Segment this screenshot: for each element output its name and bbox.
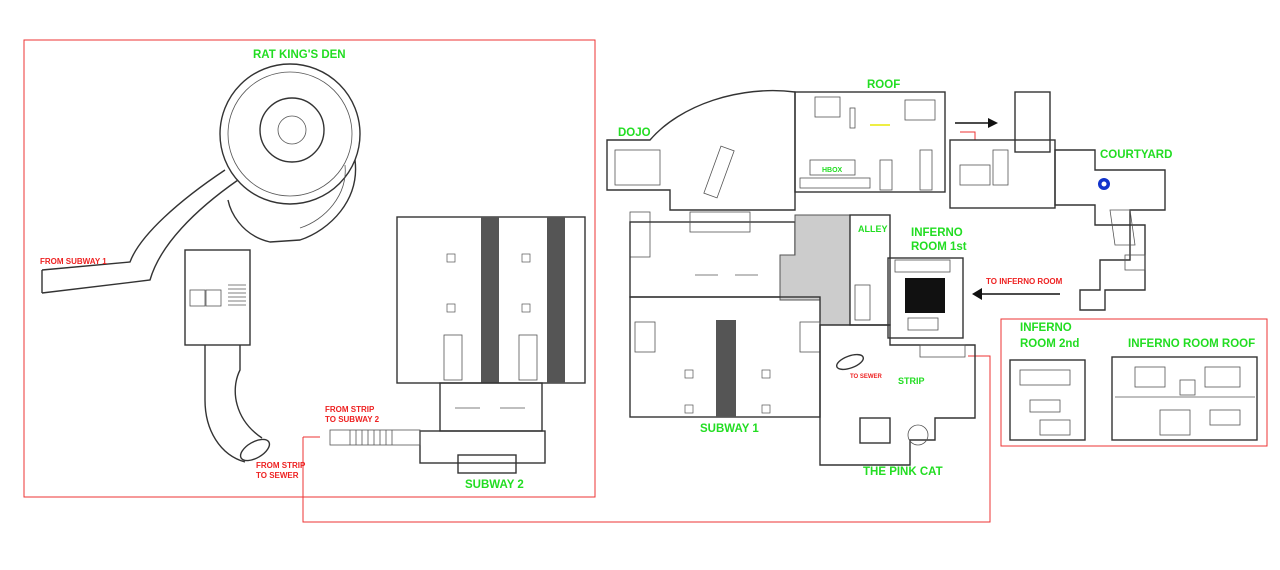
label-from-subway-1: FROM SUBWAY 1: [40, 257, 107, 266]
label-inferno-1st-line1: INFERNO: [911, 227, 963, 239]
label-rat-kings-den: RAT KING'S DEN: [253, 49, 346, 61]
label-hbox: HBOX: [822, 167, 843, 174]
label-inferno-2nd-line2: ROOM 2nd: [1020, 338, 1079, 350]
label-from-strip-sewer-line1: FROM STRIP: [256, 461, 306, 470]
inferno-upper-floors: [1009, 356, 1258, 441]
label-to-inferno-room: TO INFERNO ROOM: [986, 277, 1063, 286]
label-inferno-1st-line2: ROOM 1st: [911, 241, 967, 253]
label-alley: ALLEY: [858, 224, 888, 234]
label-from-strip-sewer-line2: TO SEWER: [256, 471, 299, 480]
label-subway-1: SUBWAY 1: [700, 423, 759, 435]
rat-kings-den-area: [41, 63, 586, 474]
label-courtyard: COURTYARD: [1100, 149, 1172, 161]
arrow-icon: [972, 288, 1060, 300]
label-the-pink-cat: THE PINK CAT: [863, 466, 943, 478]
label-inferno-room-roof: INFERNO ROOM ROOF: [1128, 338, 1255, 350]
courtyard-area: [949, 91, 1166, 311]
connector-lines: [23, 39, 1268, 523]
label-strip: STRIP: [898, 376, 925, 386]
arrow-icon: [955, 118, 998, 128]
label-roof: ROOF: [867, 79, 900, 91]
label-inferno-2nd-line1: INFERNO: [1020, 322, 1072, 334]
label-from-strip-subway2-line2: TO SUBWAY 2: [325, 415, 380, 424]
label-dojo: DOJO: [618, 127, 651, 139]
map-labels: RAT KING'S DEN FROM SUBWAY 1 FROM STRIP …: [40, 49, 1255, 491]
main-building-area: [606, 89, 976, 466]
label-to-sewer: TO SEWER: [850, 374, 883, 380]
label-from-strip-subway2-line1: FROM STRIP: [325, 405, 375, 414]
label-subway-2: SUBWAY 2: [465, 479, 524, 491]
direction-arrows: [955, 118, 1060, 300]
